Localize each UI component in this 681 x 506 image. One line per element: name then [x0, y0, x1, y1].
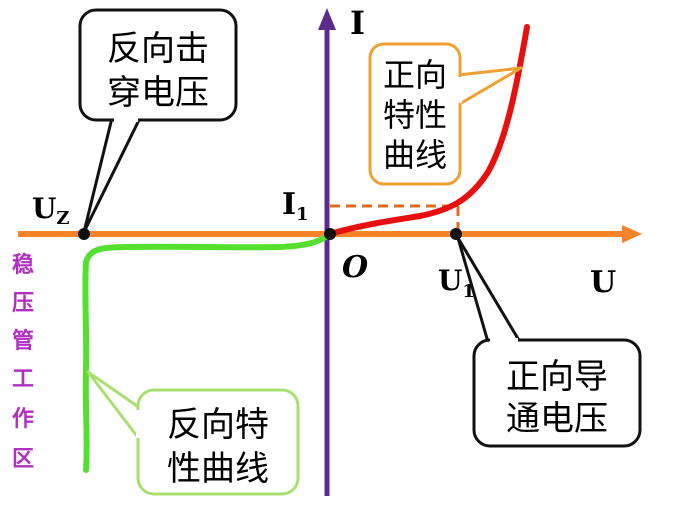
y-axis-label: I [350, 4, 365, 42]
i1-label: I1 [282, 187, 309, 225]
forward-curve [327, 24, 530, 237]
reverse-breakdown-line-1: 反向击 [107, 29, 209, 69]
uz-subscript: Z [56, 208, 69, 229]
zener-char-1: 稳 [12, 252, 34, 278]
zener-char-2: 压 [12, 291, 34, 316]
reverse-breakdown-callout-tail [82, 116, 142, 234]
uz-point [78, 228, 90, 240]
forward-voltage-callout-box [472, 338, 642, 448]
reverse-curve-callout-tail [86, 370, 142, 442]
u1-main: U [438, 264, 462, 297]
origin-point [324, 228, 336, 240]
zener-char-3: 管 [12, 328, 34, 354]
i1-main: I [282, 187, 296, 222]
forward-curve-line-1: 正向 [383, 56, 447, 94]
uz-label: UZ [32, 192, 70, 229]
reverse-curve-callout-box [136, 388, 300, 496]
reverse-breakdown-callout-box [78, 8, 238, 122]
uz-main: U [32, 192, 56, 225]
zener-region-label: 稳 压 管 工 作 区 [12, 252, 34, 472]
reverse-curve-line-1: 反向特 [167, 405, 269, 445]
forward-curve-line-2: 特性 [383, 96, 447, 134]
reverse-curve-line-2: 性曲线 [167, 449, 269, 489]
zener-char-6: 区 [12, 447, 34, 472]
reverse-curve [82, 231, 333, 473]
forward-voltage-line-2: 通电压 [506, 399, 608, 439]
forward-curve-callout-box [368, 42, 462, 186]
forward-voltage-line-1: 正向导 [506, 357, 608, 397]
zener-char-4: 工 [12, 367, 34, 392]
reverse-breakdown-line-2: 穿电压 [107, 73, 209, 113]
u1-label: U1 [438, 264, 475, 302]
x-axis-arrowhead [622, 225, 642, 243]
i1-subscript: 1 [296, 204, 309, 225]
zener-char-5: 作 [12, 407, 34, 432]
y-axis-arrowhead [318, 8, 336, 30]
forward-curve-line-3: 曲线 [383, 136, 447, 174]
origin-label: O [342, 250, 368, 285]
x-axis-label: U [590, 265, 616, 300]
u1-point [450, 228, 462, 240]
